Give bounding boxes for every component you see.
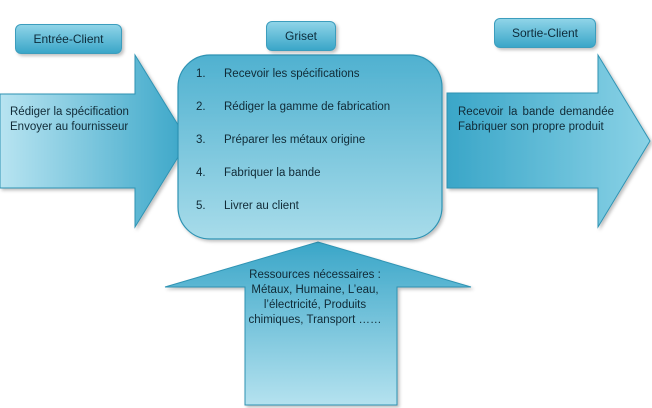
step-number: 4. [196, 167, 206, 179]
step-number: 5. [196, 200, 206, 212]
right-arrow [446, 53, 651, 229]
process-steps: 1. Recevoir les spécifications 2. Rédiger … [196, 68, 390, 233]
step-text: Rédiger la gamme de fabrication [224, 101, 391, 113]
step-item: 5. Livrer au client [196, 200, 390, 233]
step-item: 4. Fabriquer la bande [196, 167, 390, 200]
step-text: Livrer au client [224, 200, 299, 212]
step-number: 2. [196, 101, 206, 113]
step-item: 3. Préparer les métaux origine [196, 134, 390, 167]
step-text: Fabriquer la bande [224, 167, 321, 179]
bottom-arrow-line-4: chimiques, Transport …… [248, 314, 382, 326]
left-arrow-line-2: Envoyer au fournisseur [10, 121, 129, 133]
bottom-arrow [164, 241, 472, 406]
step-text: Préparer les métaux origine [224, 134, 366, 146]
step-item: 1. Recevoir les spécifications [196, 68, 390, 101]
bottom-arrow-text: Ressources nécessaires : Métaux, Humaine… [240, 268, 390, 328]
entree-client-label: Entrée-Client [33, 32, 104, 46]
left-arrow-text: Rédiger la spécification Envoyer au four… [10, 105, 129, 135]
left-arrow [0, 53, 189, 229]
step-text: Recevoir les spécifications [224, 68, 360, 80]
griset-label: Griset [284, 29, 317, 43]
step-number: 3. [196, 134, 206, 146]
bottom-arrow-line-3: l’électricité, Produits [263, 299, 367, 311]
griset-header: Griset [266, 21, 336, 51]
process-box [177, 54, 443, 240]
bottom-arrow-line-1: Ressources nécessaires : [249, 269, 381, 281]
entree-client-header: Entrée-Client [15, 24, 122, 54]
step-item: 2. Rédiger la gamme de fabrication [196, 101, 390, 134]
left-arrow-line-1: Rédiger la spécification [10, 106, 129, 118]
right-arrow-text: Recevoir la bande demandée Fabriquer son… [458, 106, 614, 133]
step-number: 1. [196, 68, 206, 80]
sortie-client-header: Sortie-Client [494, 18, 596, 48]
sortie-client-label: Sortie-Client [511, 26, 579, 40]
bottom-arrow-line-2: Métaux, Humaine, L’eau, [251, 284, 379, 296]
